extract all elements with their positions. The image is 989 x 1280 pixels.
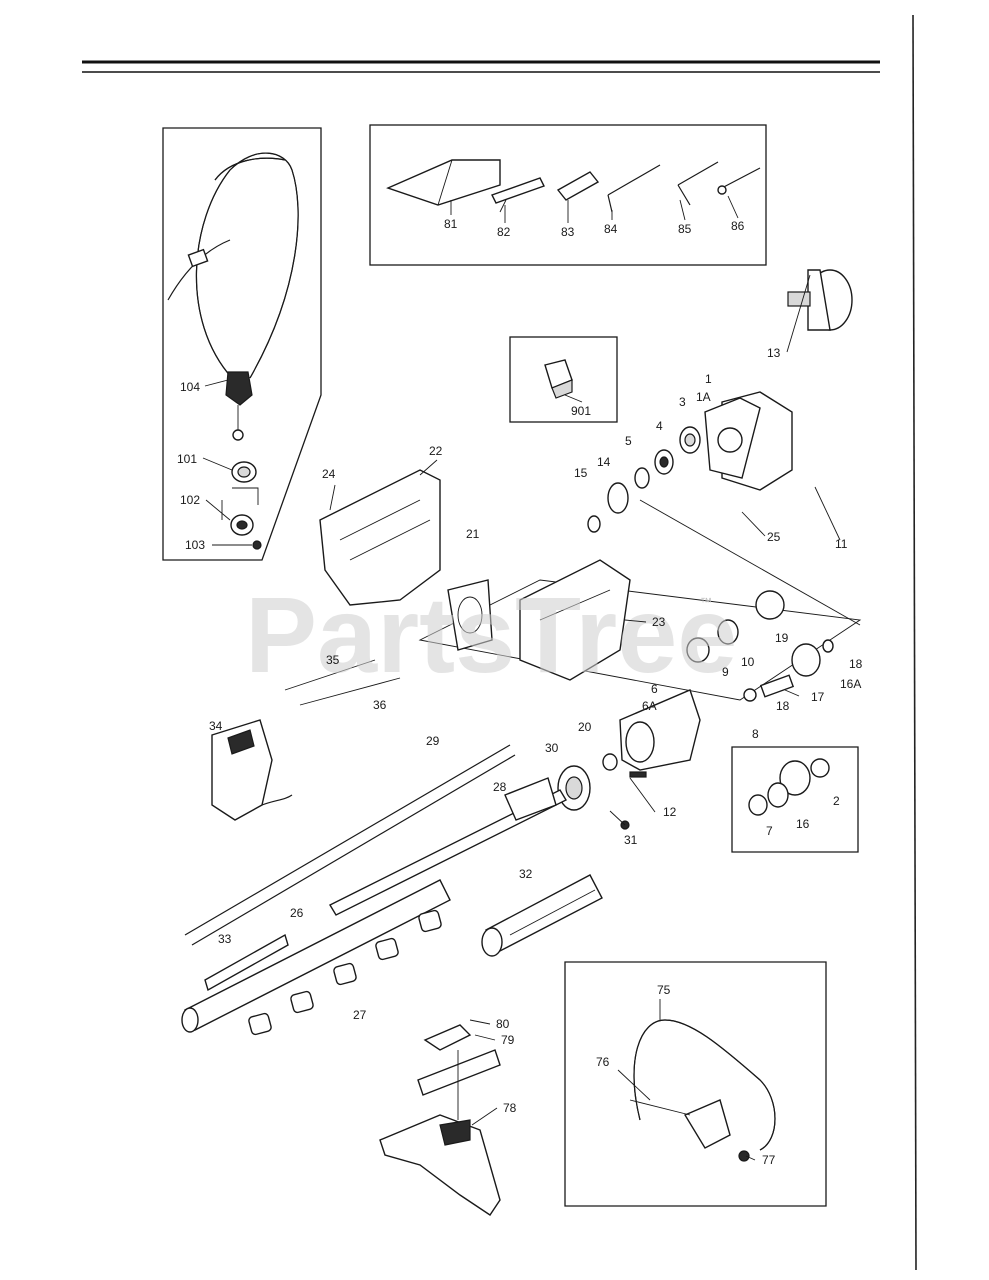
clutch-drum [787, 269, 853, 331]
callout-81: 81 [444, 217, 458, 231]
callout-8: 8 [752, 727, 759, 741]
callout-79: 79 [501, 1033, 515, 1047]
front-handle [629, 1019, 776, 1162]
callout-83: 83 [561, 225, 575, 239]
callout-32: 32 [519, 867, 533, 881]
callout-29: 29 [426, 734, 440, 748]
part-901-box [509, 336, 618, 423]
callout-104: 104 [180, 380, 200, 394]
callout-4: 4 [656, 419, 663, 433]
harness-hook-parts [221, 461, 262, 550]
callout-101: 101 [177, 452, 197, 466]
callout-86: 86 [731, 219, 745, 233]
callout-16A: 16A [840, 677, 861, 691]
callout-2: 2 [833, 794, 840, 808]
callout-9: 9 [722, 665, 729, 679]
callout-22: 22 [429, 444, 443, 458]
header-rule [82, 60, 880, 73]
callout-19: 19 [775, 631, 789, 645]
gear-inset-box [731, 746, 859, 853]
connector-30 [557, 765, 630, 830]
callout-7: 7 [766, 824, 773, 838]
handle-inset-box [564, 961, 827, 1207]
callout-77: 77 [762, 1153, 776, 1167]
callout-15: 15 [574, 466, 588, 480]
gear-inset-parts [748, 758, 830, 816]
callout-24: 24 [322, 467, 336, 481]
scan-edge [912, 14, 917, 1271]
callout-14: 14 [597, 455, 611, 469]
callout-17: 17 [811, 690, 825, 704]
callout-103: 103 [185, 538, 205, 552]
tool-kit-box [369, 124, 767, 266]
callout-33: 33 [218, 932, 232, 946]
callout-80: 80 [496, 1017, 510, 1031]
callout-84: 84 [604, 222, 618, 236]
callout-13: 13 [767, 346, 781, 360]
callout-labels: 81 82 83 84 85 86 104 101 102 103 901 13… [177, 217, 863, 1167]
callout-6: 6 [651, 682, 658, 696]
gear-head-6 [602, 689, 701, 778]
callout-27: 27 [353, 1008, 367, 1022]
shoulder-harness [167, 152, 299, 441]
callout-11: 11 [835, 537, 848, 551]
callout-102: 102 [180, 493, 200, 507]
watermark-text: PartsTree [245, 574, 737, 695]
wires-35-36 [284, 659, 401, 706]
callout-30: 30 [545, 741, 559, 755]
watermark-tm: ™ [700, 595, 712, 609]
callout-75: 75 [657, 983, 671, 997]
harness-box-outline [162, 127, 322, 561]
callout-21: 21 [466, 527, 480, 541]
tool-kit-parts [386, 159, 761, 213]
bearings-and-washers [587, 426, 701, 533]
callout-10: 10 [741, 655, 755, 669]
callout-5: 5 [625, 434, 632, 448]
callout-3: 3 [679, 395, 686, 409]
throttle-34 [211, 719, 293, 821]
callout-1A: 1A [696, 390, 711, 404]
callout-16: 16 [796, 817, 810, 831]
gear-parts-right [686, 590, 834, 702]
callout-28: 28 [493, 780, 507, 794]
cover-23 [519, 559, 631, 681]
callout-78: 78 [503, 1101, 517, 1115]
callout-34: 34 [209, 719, 223, 733]
callout-76: 76 [596, 1055, 610, 1069]
shaft-29-28 [184, 744, 567, 946]
callout-6A: 6A [642, 699, 657, 713]
grip-32 [481, 874, 603, 957]
callout-82: 82 [497, 225, 511, 239]
callout-18b: 18 [776, 699, 790, 713]
callout-20: 20 [578, 720, 592, 734]
callout-23: 23 [652, 615, 666, 629]
callout-85: 85 [678, 222, 692, 236]
clutch-housing [704, 391, 793, 491]
callout-901: 901 [571, 404, 591, 418]
guard-78-clamp-79 [379, 1024, 501, 1216]
callout-31: 31 [624, 833, 638, 847]
callout-35: 35 [326, 653, 340, 667]
drive-tube-26-33 [181, 879, 451, 1033]
callout-12: 12 [663, 805, 677, 819]
callout-26: 26 [290, 906, 304, 920]
leader-lines [202, 195, 841, 1161]
callout-25: 25 [767, 530, 781, 544]
bushings-27 [248, 909, 442, 1036]
callout-36: 36 [373, 698, 387, 712]
spark-plug-boot [544, 359, 573, 399]
callout-1: 1 [705, 372, 712, 386]
callout-18a: 18 [849, 657, 863, 671]
gear-case-frame [418, 499, 862, 701]
gasket-21 [447, 579, 493, 651]
